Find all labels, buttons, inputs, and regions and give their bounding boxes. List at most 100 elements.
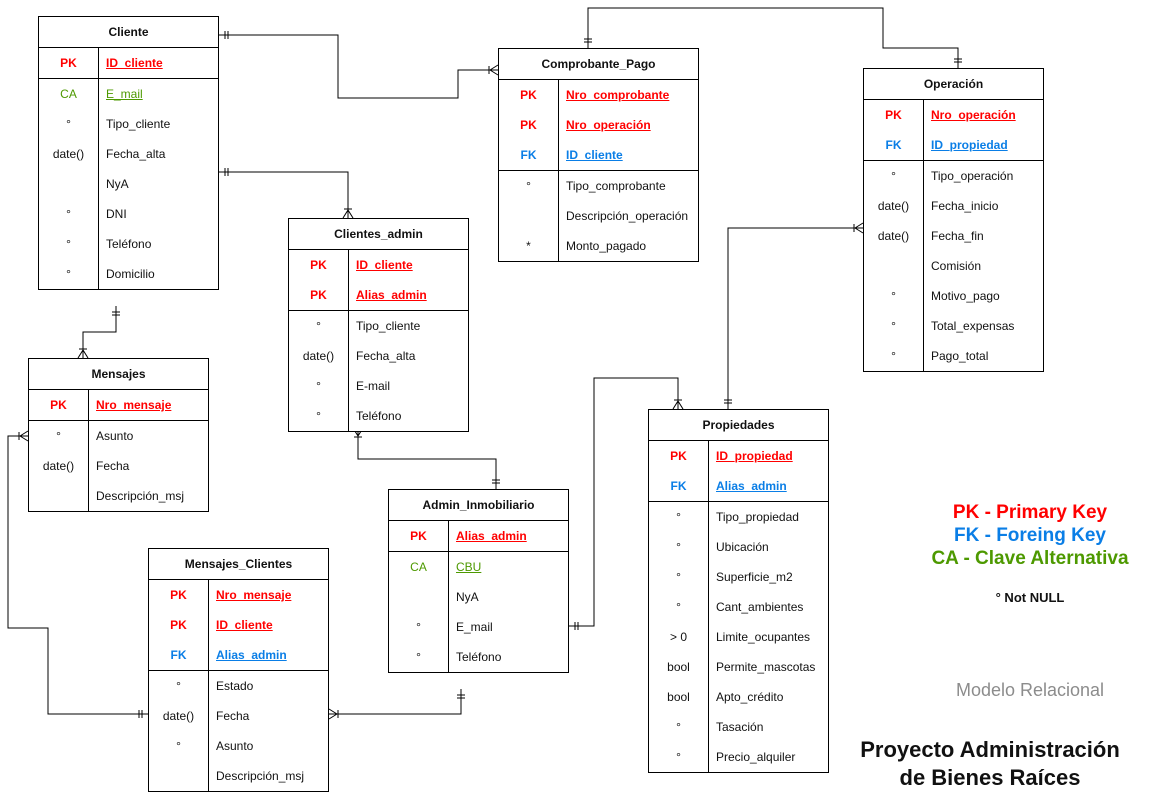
field-row-asunto[interactable]: °Asunto <box>149 731 328 761</box>
field-row-tipo-operacion[interactable]: °Tipo_operación <box>864 161 1043 191</box>
field-row-tipo-comprobante[interactable]: °Tipo_comprobante <box>499 171 698 201</box>
cardinality-mark <box>489 69 499 76</box>
field-row-fecha-alta[interactable]: date()Fecha_alta <box>39 139 218 169</box>
field-row-comision[interactable]: Comisión <box>864 251 1043 281</box>
field-name: Teléfono <box>356 409 402 423</box>
field-row-fecha[interactable]: date()Fecha <box>29 451 208 481</box>
field-row-tipo-propiedad[interactable]: °Tipo_propiedad <box>649 502 828 532</box>
field-row-descripcion-operacion[interactable]: Descripción_operación <box>499 201 698 231</box>
field-row-asunto[interactable]: °Asunto <box>29 421 208 451</box>
field-row-telefono[interactable]: °Teléfono <box>39 229 218 259</box>
field-row-tipo-cliente[interactable]: °Tipo_cliente <box>289 311 468 341</box>
cardinality-mark <box>489 64 499 71</box>
field-name: Precio_alquiler <box>716 750 796 764</box>
field-name: Monto_pagado <box>566 239 647 253</box>
relationship-cliente-mensajes <box>82 306 117 358</box>
field-row-fecha-fin[interactable]: date()Fecha_fin <box>864 221 1043 251</box>
field-row-fecha[interactable]: date()Fecha <box>149 701 328 731</box>
field-name: Superficie_m2 <box>716 570 793 584</box>
field-key: date() <box>302 349 335 363</box>
field-row-superficie-m2[interactable]: ° Superficie_m2 <box>649 562 828 592</box>
field-row-descripcion-msj[interactable]: Descripción_msj <box>149 761 328 791</box>
field-row-telefono[interactable]: °Teléfono <box>289 401 468 431</box>
field-key: ° <box>676 750 681 764</box>
field-row-motivo-pago[interactable]: °Motivo_pago <box>864 281 1043 311</box>
field-key: CA <box>410 560 427 574</box>
field-row-fecha-inicio[interactable]: date()Fecha_inicio <box>864 191 1043 221</box>
field-name: Nro_operación <box>931 108 1016 122</box>
field-name: E_mail <box>106 87 143 101</box>
field-row-ubicacion[interactable]: °Ubicación <box>649 532 828 562</box>
field-row-total-expensas[interactable]: ° Total_expensas <box>864 311 1043 341</box>
field-row-cant-ambientes[interactable]: °Cant_ambientes <box>649 592 828 622</box>
legend-ca: CA - Clave Alternativa <box>931 548 1129 569</box>
field-key: ° <box>891 289 896 303</box>
field-name: Total_expensas <box>931 319 1015 333</box>
field-row-estado[interactable]: °Estado <box>149 671 328 701</box>
entity-title: Mensajes_Clientes <box>149 549 328 580</box>
field-row-tipo-cliente[interactable]: °Tipo_cliente <box>39 109 218 139</box>
field-key: ° <box>891 169 896 183</box>
field-name: Fecha <box>216 709 250 723</box>
field-row-telefono[interactable]: °Teléfono <box>389 642 568 672</box>
field-name: Fecha_alta <box>106 147 166 161</box>
field-name: Cant_ambientes <box>716 600 804 614</box>
field-row-nya[interactable]: NyA <box>389 582 568 612</box>
field-row-fecha-alta[interactable]: date()Fecha_alta <box>289 341 468 371</box>
field-name: NyA <box>456 590 479 604</box>
field-row-pago-total[interactable]: °Pago_total <box>864 341 1043 371</box>
model-label: Modelo Relacional <box>955 680 1105 700</box>
field-row-dni[interactable]: °DNI <box>39 199 218 229</box>
field-row-precio-alquiler[interactable]: ° Precio_alquiler <box>649 742 828 772</box>
field-row-tasacion[interactable]: °Tasación <box>649 712 828 742</box>
field-key: ° <box>676 570 681 584</box>
project-title-line-1: Proyecto Administración <box>860 737 1120 762</box>
field-key: ° <box>891 319 896 333</box>
field-row-e-mail[interactable]: °E_mail <box>389 612 568 642</box>
field-key: * <box>526 239 531 253</box>
field-key: bool <box>667 660 690 674</box>
cardinality-mark <box>82 349 89 359</box>
field-row-nya[interactable]: NyA <box>39 169 218 199</box>
field-key: PK <box>520 88 537 102</box>
field-row-monto-pagado[interactable]: * Monto_pagado <box>499 231 698 261</box>
relationship-mensajes-mensajes-clientes <box>7 435 148 715</box>
field-row-domicilio[interactable]: °Domicilio <box>39 259 218 289</box>
field-key: date() <box>42 459 75 473</box>
cardinality-mark <box>854 227 864 234</box>
field-row-descripcion-msj[interactable]: Descripción_msj <box>29 481 208 511</box>
field-row-e-mail[interactable]: °E-mail <box>289 371 468 401</box>
